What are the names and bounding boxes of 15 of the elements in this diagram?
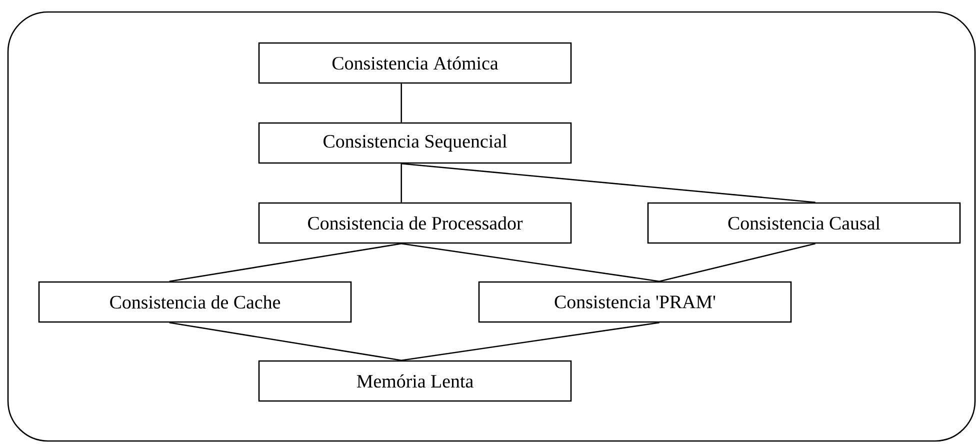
connector-line [400, 84, 402, 122]
connector-line [169, 322, 402, 361]
connector-line [659, 243, 816, 282]
concept-box: Memória Lenta [258, 360, 572, 402]
connector-line [400, 164, 402, 202]
concept-box: Consistencia de Processador [258, 202, 572, 244]
connector-line [401, 322, 660, 361]
concept-box: Consistencia Causal [647, 202, 961, 244]
concept-box: Consistencia de Cache [38, 281, 352, 323]
concept-box: Consistencia Sequencial [258, 122, 572, 164]
connector-line [401, 243, 660, 282]
connector-line [401, 163, 816, 203]
connector-line [169, 243, 402, 282]
concept-box: Consistencia 'PRAM' [478, 281, 792, 323]
concept-box: Consistencia Atómica [258, 42, 572, 84]
